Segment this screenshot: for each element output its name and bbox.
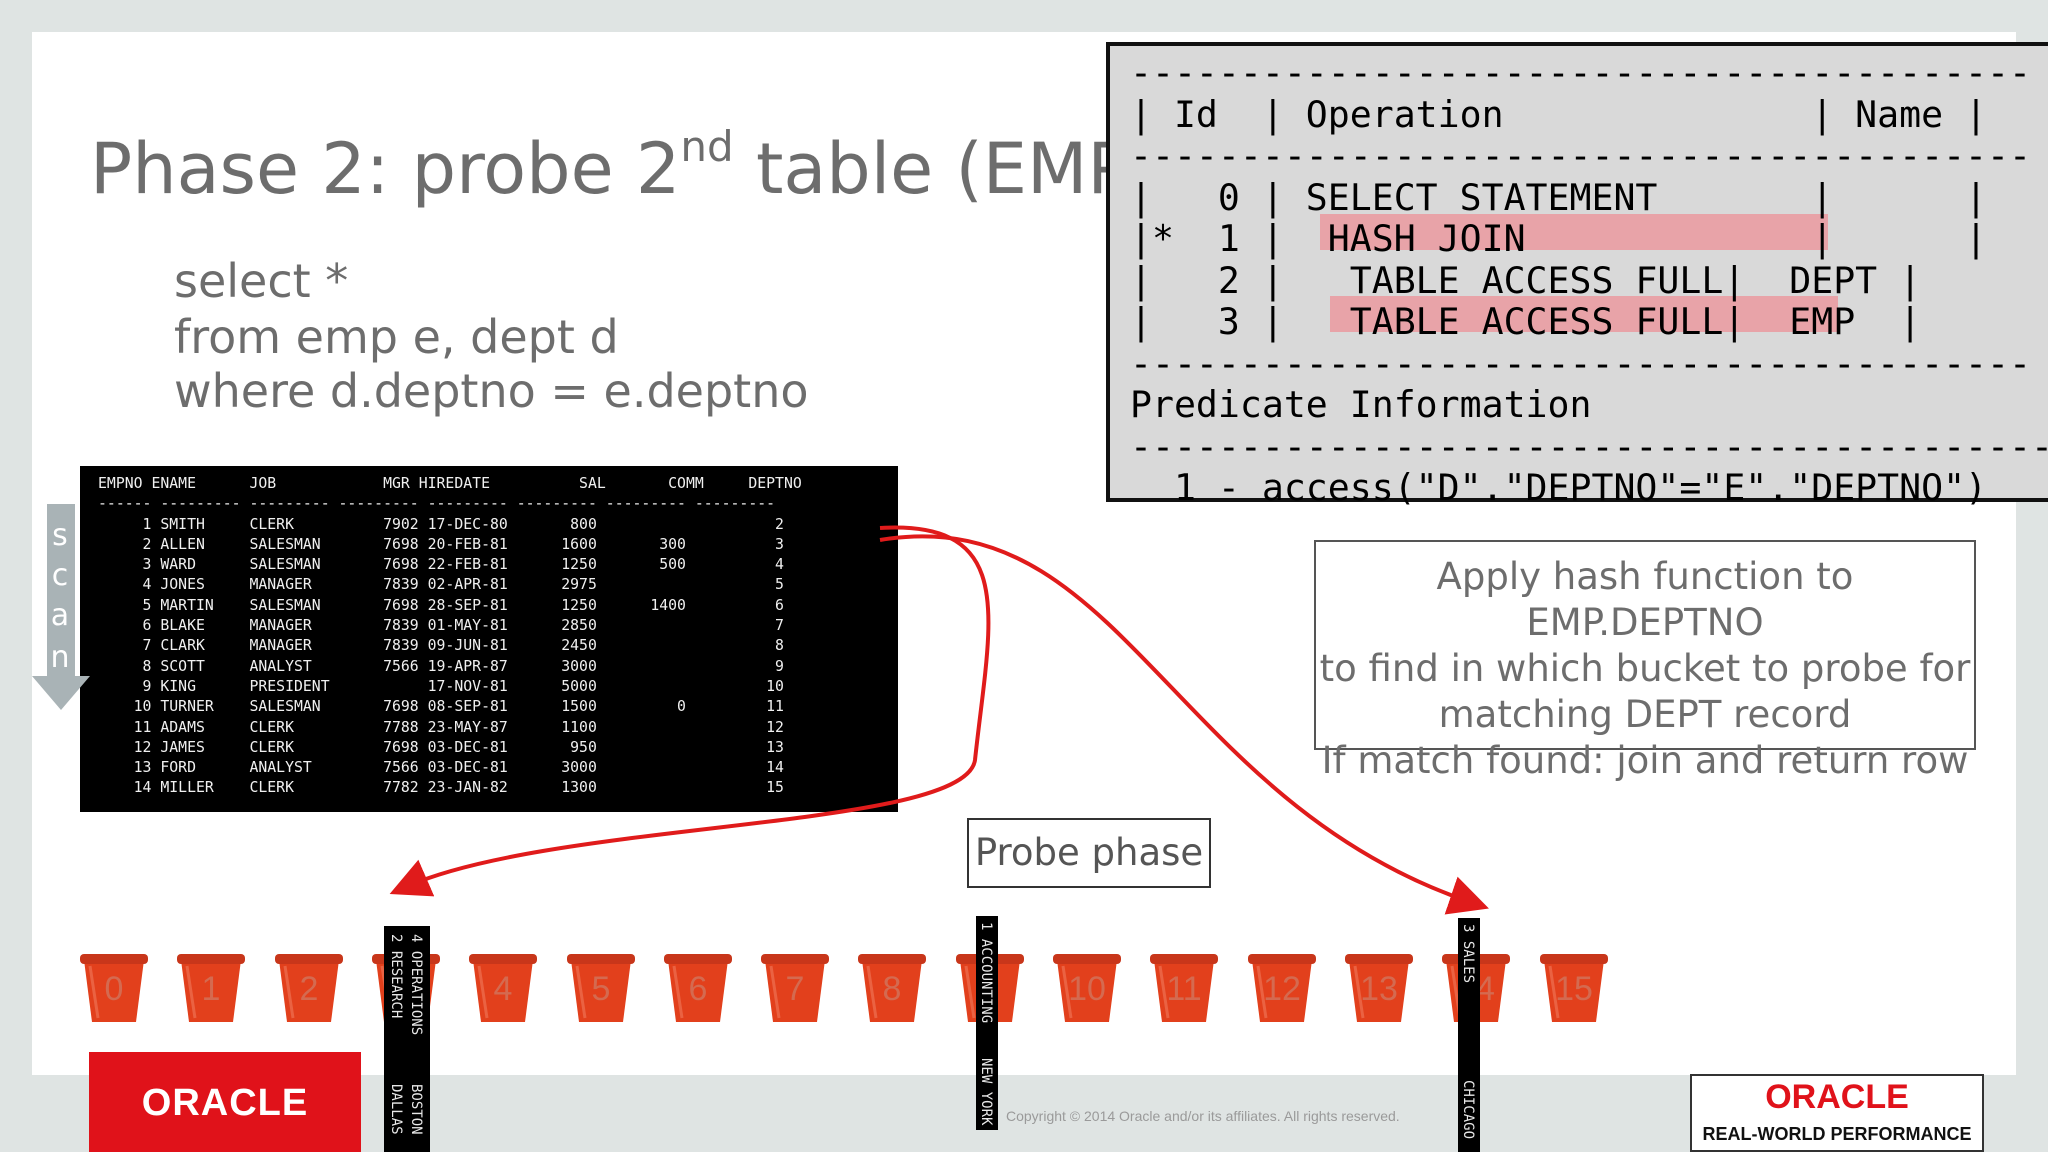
bucket-number: 11 <box>1166 970 1202 1008</box>
emp-access-highlight <box>1330 296 1838 332</box>
bucket-10: 10 <box>1051 950 1123 1024</box>
bucket-4: 4 <box>467 950 539 1024</box>
bucket-icon <box>1150 954 1218 1022</box>
strip-sales-label: 3 SALES <box>1460 924 1476 984</box>
scan-arrow <box>32 504 90 710</box>
bucket-5: 5 <box>565 950 637 1024</box>
bucket-number: 2 <box>299 970 319 1008</box>
bucket-number: 12 <box>1263 970 1301 1008</box>
bucket-13: 13 <box>1343 950 1415 1024</box>
bucket-number: 7 <box>785 970 805 1008</box>
bucket-icon <box>567 954 635 1022</box>
strip-chicago-label: CHICAGO <box>1460 1080 1476 1140</box>
explanation-note: Apply hash function to EMP.DEPTNO to fin… <box>1314 540 1976 782</box>
scan-letter-n: n <box>50 640 70 675</box>
bucket-icon <box>761 954 829 1022</box>
arrow-to-bucket-2 <box>389 525 991 897</box>
note-line-1: Apply hash function to EMP.DEPTNO <box>1436 555 1854 644</box>
bucket-icon <box>1053 954 1121 1022</box>
hash-join-highlight <box>1320 214 1828 250</box>
bucket-number: 6 <box>688 970 708 1008</box>
scan-letter-c: c <box>51 558 69 593</box>
real-world-performance-logo: ORACLE REAL-WORLD PERFORMANCE <box>1690 1074 1984 1152</box>
bucket-6: 6 <box>662 950 734 1024</box>
bucket-number: 0 <box>104 970 124 1008</box>
note-line-3: matching DEPT record <box>1438 693 1852 736</box>
bucket-number: 13 <box>1360 970 1398 1008</box>
bucket-12: 12 <box>1246 950 1318 1024</box>
scan-letter-a: a <box>50 598 70 633</box>
bucket-icon <box>664 954 732 1022</box>
probe-phase-label: Probe phase <box>967 818 1211 888</box>
bucket-icon <box>177 954 245 1022</box>
slide-title: Phase 2: probe 2nd table (EMP) <box>90 122 1157 210</box>
bucket-icon <box>1248 954 1316 1022</box>
sql-line-2: from emp e, dept d <box>174 310 619 364</box>
strip-dallas-label: DALLAS <box>388 1084 404 1135</box>
bucket-2: 2 <box>273 950 345 1024</box>
copyright-text: Copyright © 2014 Oracle and/or its affil… <box>1006 1108 1400 1124</box>
bucket-icon <box>80 954 148 1022</box>
strip-new-york-label: NEW YORK <box>978 1058 994 1126</box>
sql-line-3: where d.deptno = e.deptno <box>174 364 809 418</box>
note-line-4: If match found: join and return row <box>1321 739 1969 782</box>
bucket-strip-2-4: 2 RESEARCH 4 OPERATIONS DALLAS BOSTON <box>384 926 430 1152</box>
bucket-strip-1: 1 ACCOUNTING NEW YORK <box>976 916 998 1130</box>
bucket-icon <box>1540 954 1608 1022</box>
bucket-number: 5 <box>591 970 611 1008</box>
execution-plan-text: ----------------------------------------… <box>1130 51 2048 509</box>
bucket-icon <box>1345 954 1413 1022</box>
bucket-number: 1 <box>201 970 221 1008</box>
bucket-15: 15 <box>1538 950 1610 1024</box>
note-line-2: to find in which bucket to probe for <box>1319 647 1971 690</box>
bucket-8: 8 <box>856 950 928 1024</box>
bucket-icon <box>858 954 926 1022</box>
execution-plan-box: ----------------------------------------… <box>1106 42 2048 508</box>
arrow-to-bucket-3 <box>879 534 1489 915</box>
bucket-0: 0 <box>78 950 150 1024</box>
scan-letter-s: s <box>52 518 68 553</box>
bucket-number: 4 <box>493 970 513 1008</box>
bucket-number: 8 <box>882 970 902 1008</box>
bucket-7: 7 <box>759 950 831 1024</box>
bucket-icon <box>275 954 343 1022</box>
bucket-number: 10 <box>1068 970 1106 1008</box>
sql-line-1: select * <box>174 254 349 308</box>
emp-table: EMPNO ENAME JOB MGR HIREDATE SAL COMM DE… <box>80 466 898 812</box>
bucket-icon <box>469 954 537 1022</box>
emp-table-text: EMPNO ENAME JOB MGR HIREDATE SAL COMM DE… <box>98 475 802 797</box>
strip-boston-label: BOSTON <box>408 1084 424 1135</box>
oracle-logo: ORACLE <box>89 1052 361 1152</box>
bucket-strip-3: 3 SALES CHICAGO <box>1458 918 1480 1152</box>
bucket-number: 15 <box>1555 970 1593 1008</box>
strip-accounting-label: 1 ACCOUNTING <box>978 922 994 1024</box>
strip-operations-label: 4 OPERATIONS <box>408 934 424 1036</box>
bucket-11: 11 <box>1148 950 1220 1024</box>
strip-research-label: 2 RESEARCH <box>388 934 404 1019</box>
bucket-1: 1 <box>175 950 247 1024</box>
